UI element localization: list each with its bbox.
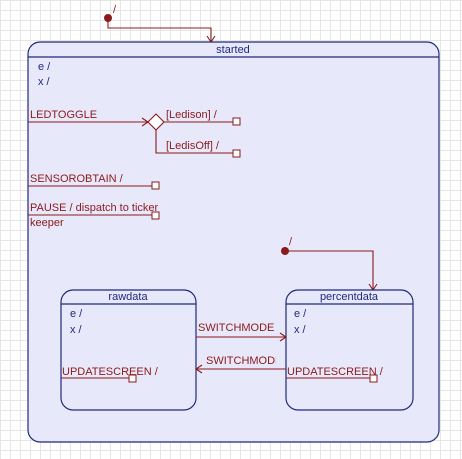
rawdata-state-box xyxy=(60,289,197,411)
percentdata-exit-action: x / xyxy=(294,324,307,336)
sensor-obtain-label: SENSOROBTAIN / xyxy=(30,173,124,185)
rawdata-updatescreen-label: UPDATESCREEN / xyxy=(62,366,159,378)
pause-label-line1: PAUSE / dispatch to ticker xyxy=(30,202,159,214)
top-initial-transition[interactable]: / xyxy=(104,4,216,43)
inner-initial-transition[interactable]: / xyxy=(281,236,378,291)
pause-transition[interactable]: PAUSE / dispatch to ticker keeper xyxy=(28,202,160,229)
guard-led-off-label: [LedisOff] / xyxy=(166,140,220,152)
started-entry-action: e / xyxy=(38,61,51,73)
top-initial-label: / xyxy=(113,4,117,16)
rawdata-title: rawdata xyxy=(108,291,148,303)
switchmode-back-transition[interactable]: SWITCHMODE xyxy=(195,355,286,374)
sensor-obtain-transition[interactable]: SENSOROBTAIN / xyxy=(28,173,160,190)
percentdata-state-box xyxy=(285,289,414,411)
percentdata-updatescreen-label: UPDATESCREEN / xyxy=(287,366,384,378)
inner-initial-label: / xyxy=(289,236,293,248)
percentdata-title: percentdata xyxy=(320,291,379,303)
guard-led-on-label: [Ledison] / xyxy=(166,109,218,121)
led-toggle-label: LEDTOGGLE xyxy=(30,109,97,121)
percentdata-entry-action: e / xyxy=(294,308,307,320)
started-exit-action: x / xyxy=(38,76,51,88)
started-title: started xyxy=(216,44,250,56)
led-toggle-transition[interactable]: LEDTOGGLE [Ledison] / [LedisOff] / xyxy=(28,109,241,158)
rawdata-exit-action: x / xyxy=(70,324,83,336)
switchmode-forward-transition[interactable]: SWITCHMODE xyxy=(196,322,287,342)
pause-label-line2: keeper xyxy=(30,217,64,229)
switchmode-back-label: SWITCHMODE xyxy=(206,355,282,367)
state-rawdata[interactable]: rawdata e / x / UPDATESCREEN / xyxy=(60,289,197,411)
rawdata-entry-action: e / xyxy=(70,308,83,320)
state-percentdata[interactable]: percentdata e / x / UPDATESCREEN / xyxy=(285,289,414,411)
switchmode-forward-label: SWITCHMODE xyxy=(198,322,274,334)
